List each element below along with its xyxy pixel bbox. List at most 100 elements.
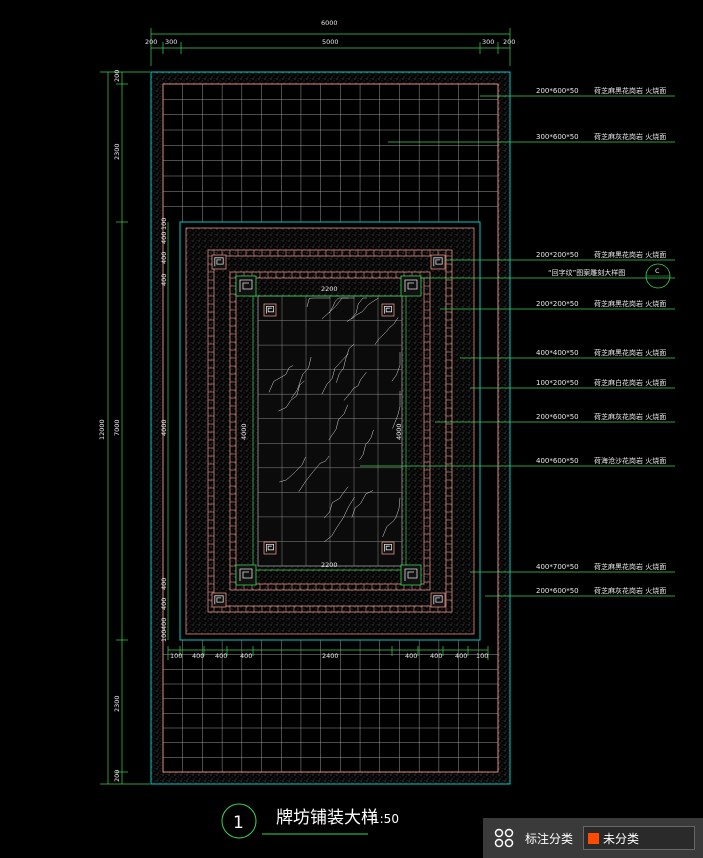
annotation-spec: 100*200*50 (536, 379, 579, 387)
annotation-5: 400*400*50 荷芝麻黑花岗岩 火烧面 (536, 348, 666, 357)
dim-left-seg-4: 200 (113, 770, 121, 782)
dim-top-total: 6000 (321, 19, 338, 27)
dim-left-seg-1: 2300 (113, 143, 121, 160)
annotation-desc: 荷芝麻灰花岗岩 火烧面 (594, 132, 666, 141)
core-crack-lines (268, 297, 401, 542)
annotation-3: “回字纹”图案雕刻大样图 (548, 268, 625, 277)
inner-dim-frame (248, 290, 410, 576)
corner-motifs (211, 254, 446, 608)
dim-left-inner-8: 100 (160, 630, 168, 642)
callout-ref: C (655, 267, 660, 275)
dim-bottom-7: 400 (455, 652, 467, 660)
dim-bottom-1: 400 (192, 652, 204, 660)
grid-top-field (163, 84, 498, 222)
category-select[interactable]: 未分类 (583, 826, 696, 850)
dim-left-inner-0: 100 (160, 218, 168, 230)
dim-bottom-0: 100 (170, 652, 182, 660)
annotation-7: 200*600*50 荷芝麻灰花岗岩 火烧面 (536, 412, 666, 421)
ring-band-4 (235, 277, 425, 585)
dim-left-inner-3: 400 (160, 274, 168, 286)
hui-pattern-motif (235, 564, 257, 586)
inner-cyan-line (150, 71, 511, 785)
annotation-2: 200*200*50 荷芝麻黑花岗岩 火烧面 (536, 250, 666, 259)
grid-bottom-field (163, 640, 498, 772)
left-dimensions (100, 71, 169, 785)
dim-top-seg-4: 200 (503, 38, 515, 46)
hui-pattern-motif (400, 275, 422, 297)
dim-left-inner-7: 400 (160, 618, 168, 630)
ring-band-2 (213, 255, 447, 607)
hui-pattern-motif (381, 541, 395, 555)
title-number-circle (221, 803, 257, 839)
hui-pattern-motif (430, 592, 446, 608)
dim-left-inner-1: 400 (160, 232, 168, 244)
annotation-8: 400*600*50 荷海沧沙花岗岩 火烧面 (536, 456, 666, 465)
dim-left-seg-3: 2300 (113, 695, 121, 712)
dim-left-seg-0: 200 (113, 70, 121, 82)
dim-left-inner-6: 400 (160, 598, 168, 610)
annotation-desc: 荷海沧沙花岗岩 火烧面 (594, 456, 666, 465)
hui-pattern-motif (211, 592, 227, 608)
leader-lines (360, 95, 675, 597)
hui-pattern-motif (381, 303, 395, 317)
annotation-4: 200*200*50 荷芝麻黑花岗岩 火烧面 (536, 299, 666, 308)
dim-bottom-6: 400 (430, 652, 442, 660)
annotation-desc: 荷芝麻灰花岗岩 火烧面 (594, 586, 666, 595)
hui-pattern-motif (400, 564, 422, 586)
hui-pattern-motif (211, 254, 227, 270)
dim-bottom-8: 100 (476, 652, 488, 660)
core-grid (258, 296, 402, 566)
dim-left-inner-2: 400 (160, 252, 168, 264)
annotation-category-bar: 标注分类 未分类 (483, 818, 703, 858)
bottom-dimensions (167, 646, 489, 660)
top-dimensions (150, 28, 511, 66)
annotation-6: 100*200*50 荷芝麻白花岗岩 火烧面 (536, 378, 666, 387)
annotation-desc: 荷芝麻黑花岗岩 火烧面 (594, 348, 666, 357)
dim-top-seg-0: 200 (145, 38, 157, 46)
dim-bottom-5: 400 (405, 652, 417, 660)
hui-pattern-motif (235, 275, 257, 297)
category-value: 未分类 (603, 831, 640, 846)
hui-pattern-motif (263, 541, 277, 555)
dim-left-total: 12000 (98, 419, 106, 440)
drawing-scale: 1:50 (372, 812, 399, 826)
annotation-spec: 200*200*50 (536, 300, 579, 308)
annotation-desc: 荷芝麻黑花岗岩 火烧面 (594, 299, 666, 308)
drawing-title: 牌坊铺装大样 (276, 808, 378, 828)
dim-left-seg-2: 7000 (113, 419, 121, 436)
hui-pattern-motif (263, 303, 277, 317)
dim-bottom-4: 2400 (322, 652, 339, 660)
annotation-1: 300*600*50 荷芝麻灰花岗岩 火烧面 (536, 132, 666, 141)
annotation-desc: 荷芝麻黑花岗岩 火烧面 (594, 562, 666, 571)
category-swatch (588, 832, 600, 844)
paving-plan (150, 71, 511, 785)
dim-top-seg-2: 5000 (322, 38, 339, 46)
ring-band-1 (207, 249, 453, 613)
annotation-spec: 200*600*50 (536, 413, 579, 421)
annotation-spec: 400*400*50 (536, 349, 579, 357)
annotation-desc: “回字纹”图案雕刻大样图 (548, 268, 625, 277)
dim-left-inner-5: 400 (160, 578, 168, 590)
dim-left-inner-4: 4000 (160, 419, 168, 436)
annotation-desc: 荷芝麻白花岗岩 火烧面 (594, 378, 666, 387)
category-grid-icon[interactable] (489, 823, 519, 853)
dim-inner-w-bottom: 2200 (321, 561, 338, 569)
annotation-spec: 200*600*50 (536, 587, 579, 595)
annotation-10: 200*600*50 荷芝麻灰花岗岩 火烧面 (536, 586, 666, 595)
dim-bottom-2: 400 (215, 652, 227, 660)
dim-top-seg-3: 300 (482, 38, 494, 46)
annotation-spec: 200*600*50 (536, 87, 579, 95)
annotation-spec: 400*600*50 (536, 457, 579, 465)
annotation-spec: 300*600*50 (536, 133, 579, 141)
annotation-spec: 200*200*50 (536, 251, 579, 259)
hui-pattern-motif (430, 254, 446, 270)
annotation-desc: 荷芝麻黑花岗岩 火烧面 (594, 250, 666, 259)
title-number: 1 (233, 813, 244, 833)
annotation-desc: 荷芝麻灰花岗岩 火烧面 (594, 412, 666, 421)
dim-inner-w-top: 2200 (321, 285, 338, 293)
category-label: 标注分类 (525, 831, 574, 846)
dim-top-seg-1: 300 (165, 38, 177, 46)
